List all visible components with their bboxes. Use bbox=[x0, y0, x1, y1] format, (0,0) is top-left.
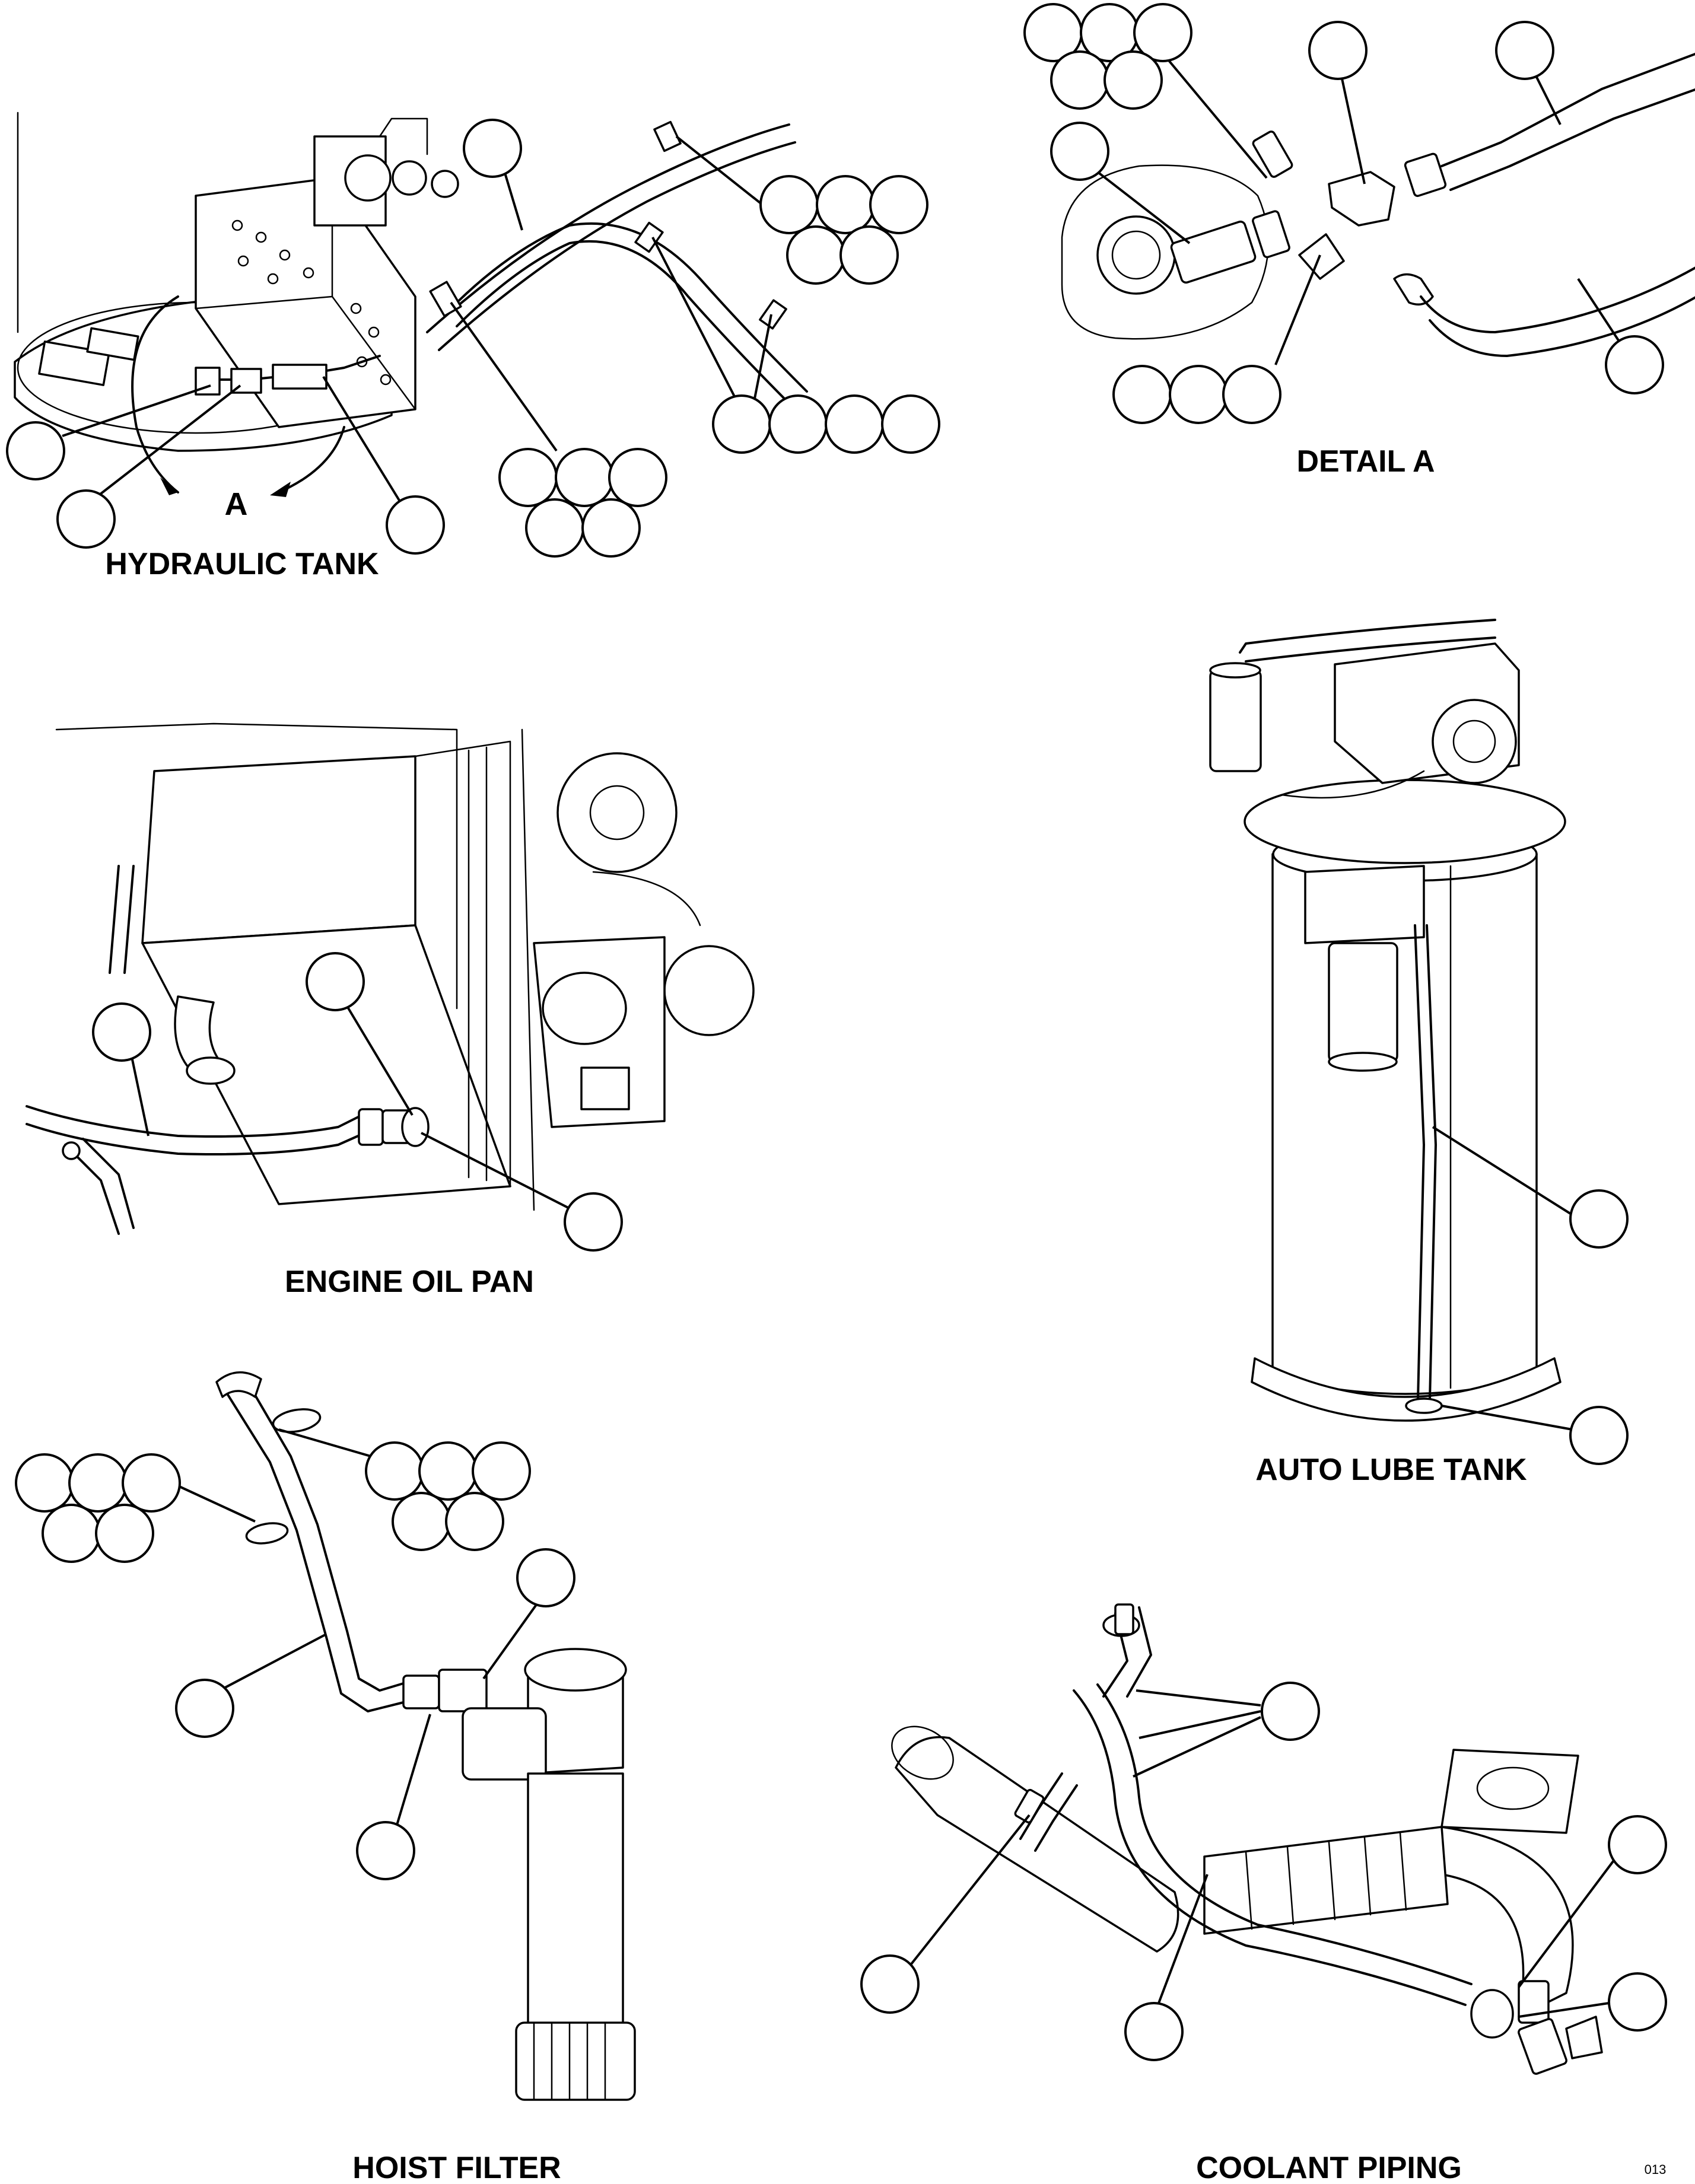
callout-bubbles-detail-a bbox=[1023, 3, 1664, 424]
engine-oil-pan-view: ENGINE OIL PAN bbox=[26, 722, 755, 1299]
callout-bubbles-coolant bbox=[860, 1682, 1667, 2061]
callout-bubbles-hoist-filter bbox=[15, 1441, 575, 1880]
detail-a-view: DETAIL A bbox=[1023, 3, 1695, 479]
caption-hoist-filter: HOIST FILTER bbox=[352, 2151, 561, 2184]
caption-hydraulic-tank: HYDRAULIC TANK bbox=[105, 547, 379, 581]
caption-coolant-piping: COOLANT PIPING bbox=[1196, 2151, 1462, 2184]
view-letter-a: A bbox=[225, 486, 248, 522]
caption-detail-a: DETAIL A bbox=[1296, 444, 1435, 479]
hydraulic-tank-view: A HYDRAULIC TANK bbox=[6, 112, 940, 581]
auto-lube-tank-view: AUTO LUBE TANK bbox=[1209, 619, 1629, 1487]
caption-auto-lube-tank: AUTO LUBE TANK bbox=[1255, 1453, 1527, 1487]
hoist-filter-view: HOIST FILTER bbox=[15, 1371, 636, 2184]
coolant-piping-view: COOLANT PIPING bbox=[860, 1603, 1667, 2184]
callout-bubbles-oil-pan bbox=[92, 952, 623, 1252]
callout-bubbles-auto-lube bbox=[1569, 1189, 1629, 1465]
caption-engine-oil-pan: ENGINE OIL PAN bbox=[285, 1265, 534, 1299]
manifold-bolts bbox=[231, 219, 392, 386]
callout-bubbles bbox=[6, 119, 940, 558]
corner-code: 013 bbox=[1645, 2162, 1667, 2177]
